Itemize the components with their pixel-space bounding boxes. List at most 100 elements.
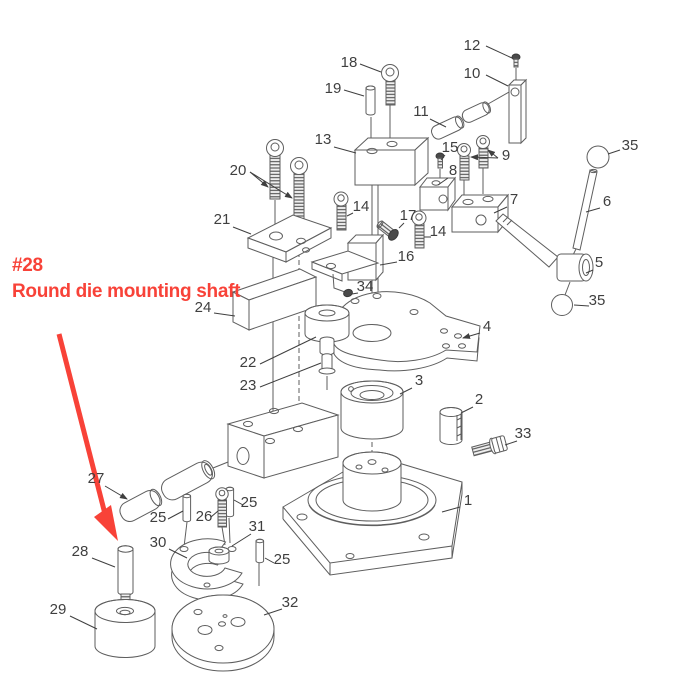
- part-number-label: 8: [449, 162, 457, 179]
- part-number-label: 35: [589, 292, 606, 309]
- callout-31-33: 31: [231, 518, 266, 547]
- part-number-label: 28: [72, 543, 89, 560]
- part-number-label: 4: [483, 318, 491, 335]
- callout-29-37: 29: [50, 601, 98, 630]
- callout-2-26: 2: [460, 391, 483, 414]
- annotation-arrow-head: [94, 505, 118, 541]
- part-2: [439, 407, 463, 445]
- callout-4-22: 4: [462, 318, 491, 339]
- part-number-label: 11: [413, 103, 429, 120]
- callout-17-15: 17: [398, 207, 417, 229]
- callout-25-30: 25: [150, 509, 184, 526]
- part-number-label: 25: [274, 551, 291, 568]
- part-number-label: 6: [603, 193, 611, 210]
- callout-3-25: 3: [399, 372, 423, 395]
- callout-9-10: 9: [470, 147, 510, 164]
- part-number-label: 5: [595, 254, 603, 271]
- part-number-label: 25: [150, 509, 167, 526]
- part-12: [511, 53, 521, 68]
- part-5: [495, 213, 594, 282]
- callout-33-27: 33: [504, 425, 532, 446]
- part-number-label: 13: [315, 131, 332, 148]
- callout-14-16: 14: [424, 223, 446, 240]
- callout-27-28: 27: [88, 470, 128, 500]
- part-number-label: 17: [400, 207, 417, 224]
- part-26: [215, 487, 229, 528]
- part-1: [282, 451, 463, 576]
- callout-32-38: 32: [263, 594, 299, 616]
- callout-7-12: 7: [493, 191, 518, 214]
- part-number-label: 30: [150, 534, 167, 551]
- callout-26-31: 26: [196, 508, 219, 525]
- part-21: [246, 214, 333, 263]
- callout-16-17: 16: [379, 248, 415, 266]
- part-14-left: [333, 191, 349, 231]
- part-number-label: 12: [464, 37, 481, 54]
- part-number-label: 33: [515, 425, 532, 442]
- part-23: [318, 353, 336, 375]
- callout-23-24: 23: [240, 362, 322, 394]
- annotation-label: Round die mounting shaft: [12, 281, 241, 302]
- callout-20-7: 20: [230, 162, 293, 199]
- part-22: [304, 304, 350, 356]
- part-number-label: 18: [341, 54, 358, 71]
- callout-28-36: 28: [72, 543, 116, 568]
- callout-10-1: 10: [464, 65, 509, 87]
- callout-35-6: 35: [607, 137, 638, 155]
- part-8: [418, 176, 457, 212]
- callout-18-2: 18: [341, 54, 382, 73]
- part-number-label: 14: [353, 198, 370, 215]
- part-30: [170, 538, 244, 601]
- part-35-bottom: [551, 294, 573, 316]
- part-number-label: 10: [464, 65, 481, 82]
- callout-19-3: 19: [325, 80, 365, 97]
- part-7: [450, 193, 510, 234]
- part-4: [331, 291, 481, 372]
- part-number-label: 9: [502, 147, 510, 164]
- annotation-part-ref: #28: [12, 255, 43, 276]
- part-33: [471, 435, 508, 457]
- cam-bracket: [310, 250, 380, 293]
- callout-21-13: 21: [214, 211, 252, 235]
- part-number-label: 16: [398, 248, 415, 265]
- part-27: [119, 460, 216, 523]
- part-31: [208, 546, 230, 565]
- callout-14-14: 14: [346, 198, 370, 217]
- part-29: [94, 599, 156, 658]
- part-number-label: 32: [282, 594, 299, 611]
- callout-35-20: 35: [573, 292, 606, 309]
- part-13: [353, 136, 430, 187]
- part-number-label: 19: [325, 80, 342, 97]
- part-number-label: 22: [240, 354, 257, 371]
- annotation: #28 Round die mounting shaft: [12, 255, 241, 541]
- part-number-label: 25: [241, 494, 258, 511]
- callout-1-29: 1: [441, 492, 472, 513]
- part-number-label: 31: [249, 518, 266, 535]
- annotation-arrow-shaft: [56, 333, 108, 515]
- part-number-label: 15: [442, 139, 459, 156]
- part-20: [266, 139, 308, 222]
- part-number-label: 2: [475, 391, 483, 408]
- callout-30-34: 30: [150, 534, 188, 559]
- callout-5-18: 5: [585, 254, 603, 274]
- body-block: [226, 402, 340, 479]
- part-24: [231, 268, 318, 331]
- callout-25-32: 25: [233, 494, 258, 511]
- part-10: [507, 78, 528, 145]
- part-14-right: [411, 210, 427, 249]
- part-32: [171, 594, 275, 672]
- part-number-label: 23: [240, 377, 257, 394]
- part-number-label: 14: [430, 223, 447, 240]
- part-number-label: 21: [214, 211, 231, 228]
- part-number-label: 1: [464, 492, 472, 509]
- callout-11-4: 11: [413, 103, 447, 128]
- callout-34-19: 34: [351, 278, 373, 295]
- part-number-label: 3: [415, 372, 423, 389]
- callout-8-9: 8: [437, 162, 457, 186]
- part-3: [340, 380, 404, 440]
- part-35-top: [586, 145, 610, 169]
- callout-24-21: 24: [195, 299, 236, 317]
- part-34: [343, 288, 353, 298]
